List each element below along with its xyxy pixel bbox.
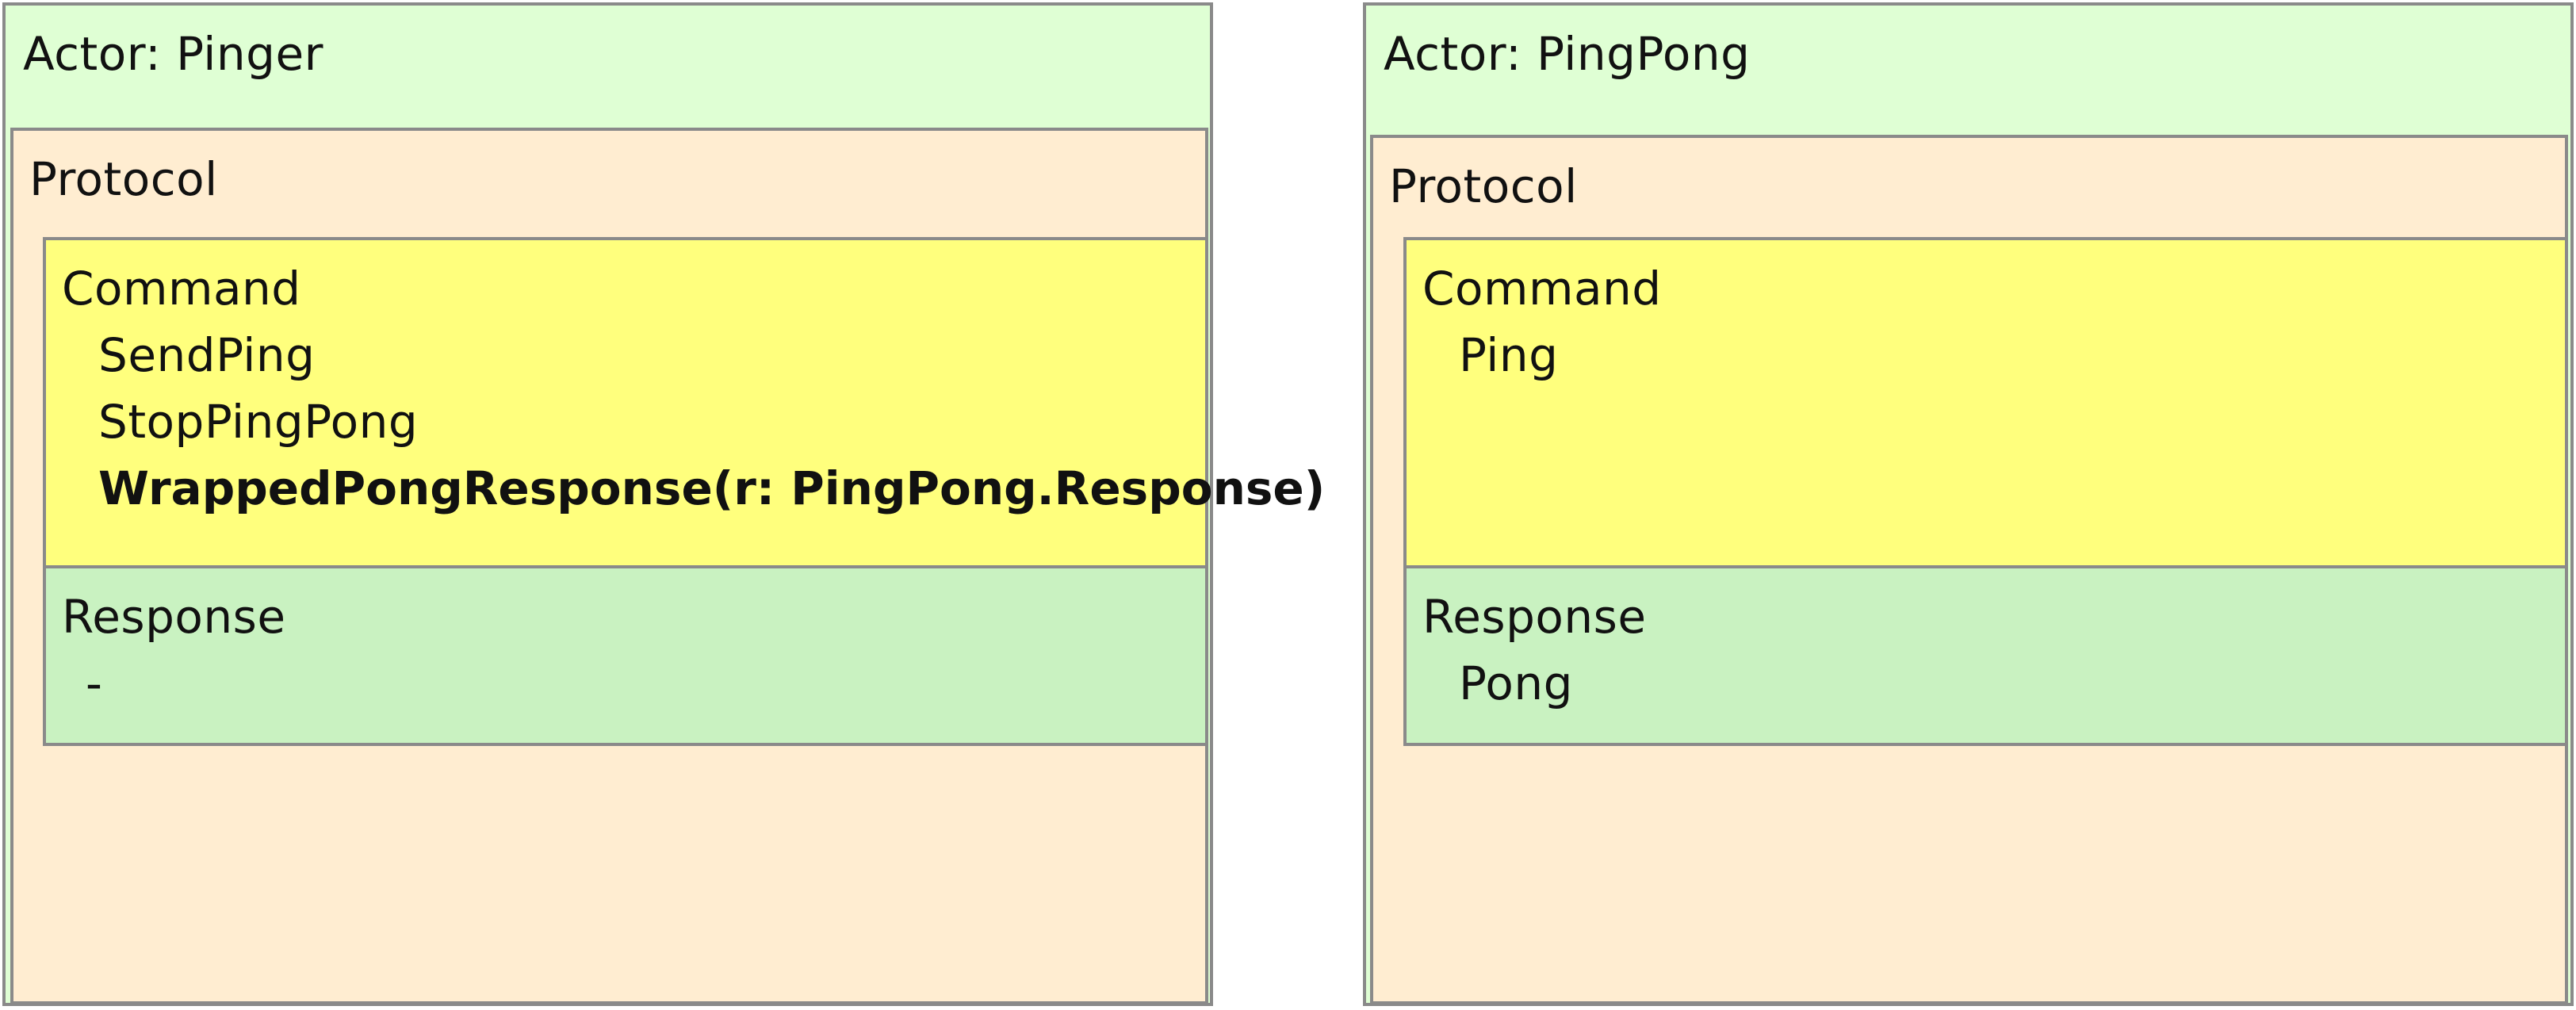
pinger-response-item: - (86, 656, 103, 710)
pingpong-command-item: Ping (1459, 328, 1559, 382)
pingpong-response-item: Pong (1459, 656, 1573, 710)
actor-pingpong-title: Actor: PingPong (1384, 27, 1751, 81)
pinger-command-label: Command (62, 262, 301, 316)
pinger-command-box: Command SendPing StopPingPong WrappedPon… (43, 237, 1325, 568)
pingpong-command-box: Command Ping (1403, 237, 2568, 568)
actor-pinger-title: Actor: Pinger (23, 27, 323, 81)
pinger-command-item: SendPing (98, 328, 316, 382)
pingpong-response-label: Response (1422, 590, 1647, 644)
pinger-protocol-label: Protocol (29, 152, 218, 206)
pingpong-command-label: Command (1422, 262, 1662, 316)
pingpong-response-box: Response Pong (1403, 565, 2568, 746)
pingpong-protocol-label: Protocol (1389, 159, 1578, 213)
pinger-command-item: StopPingPong (98, 395, 419, 449)
pinger-command-item-wrapped: WrappedPongResponse(r: PingPong.Response… (98, 461, 1326, 515)
pinger-response-label: Response (62, 590, 286, 644)
pinger-response-box: Response - (43, 565, 1208, 746)
